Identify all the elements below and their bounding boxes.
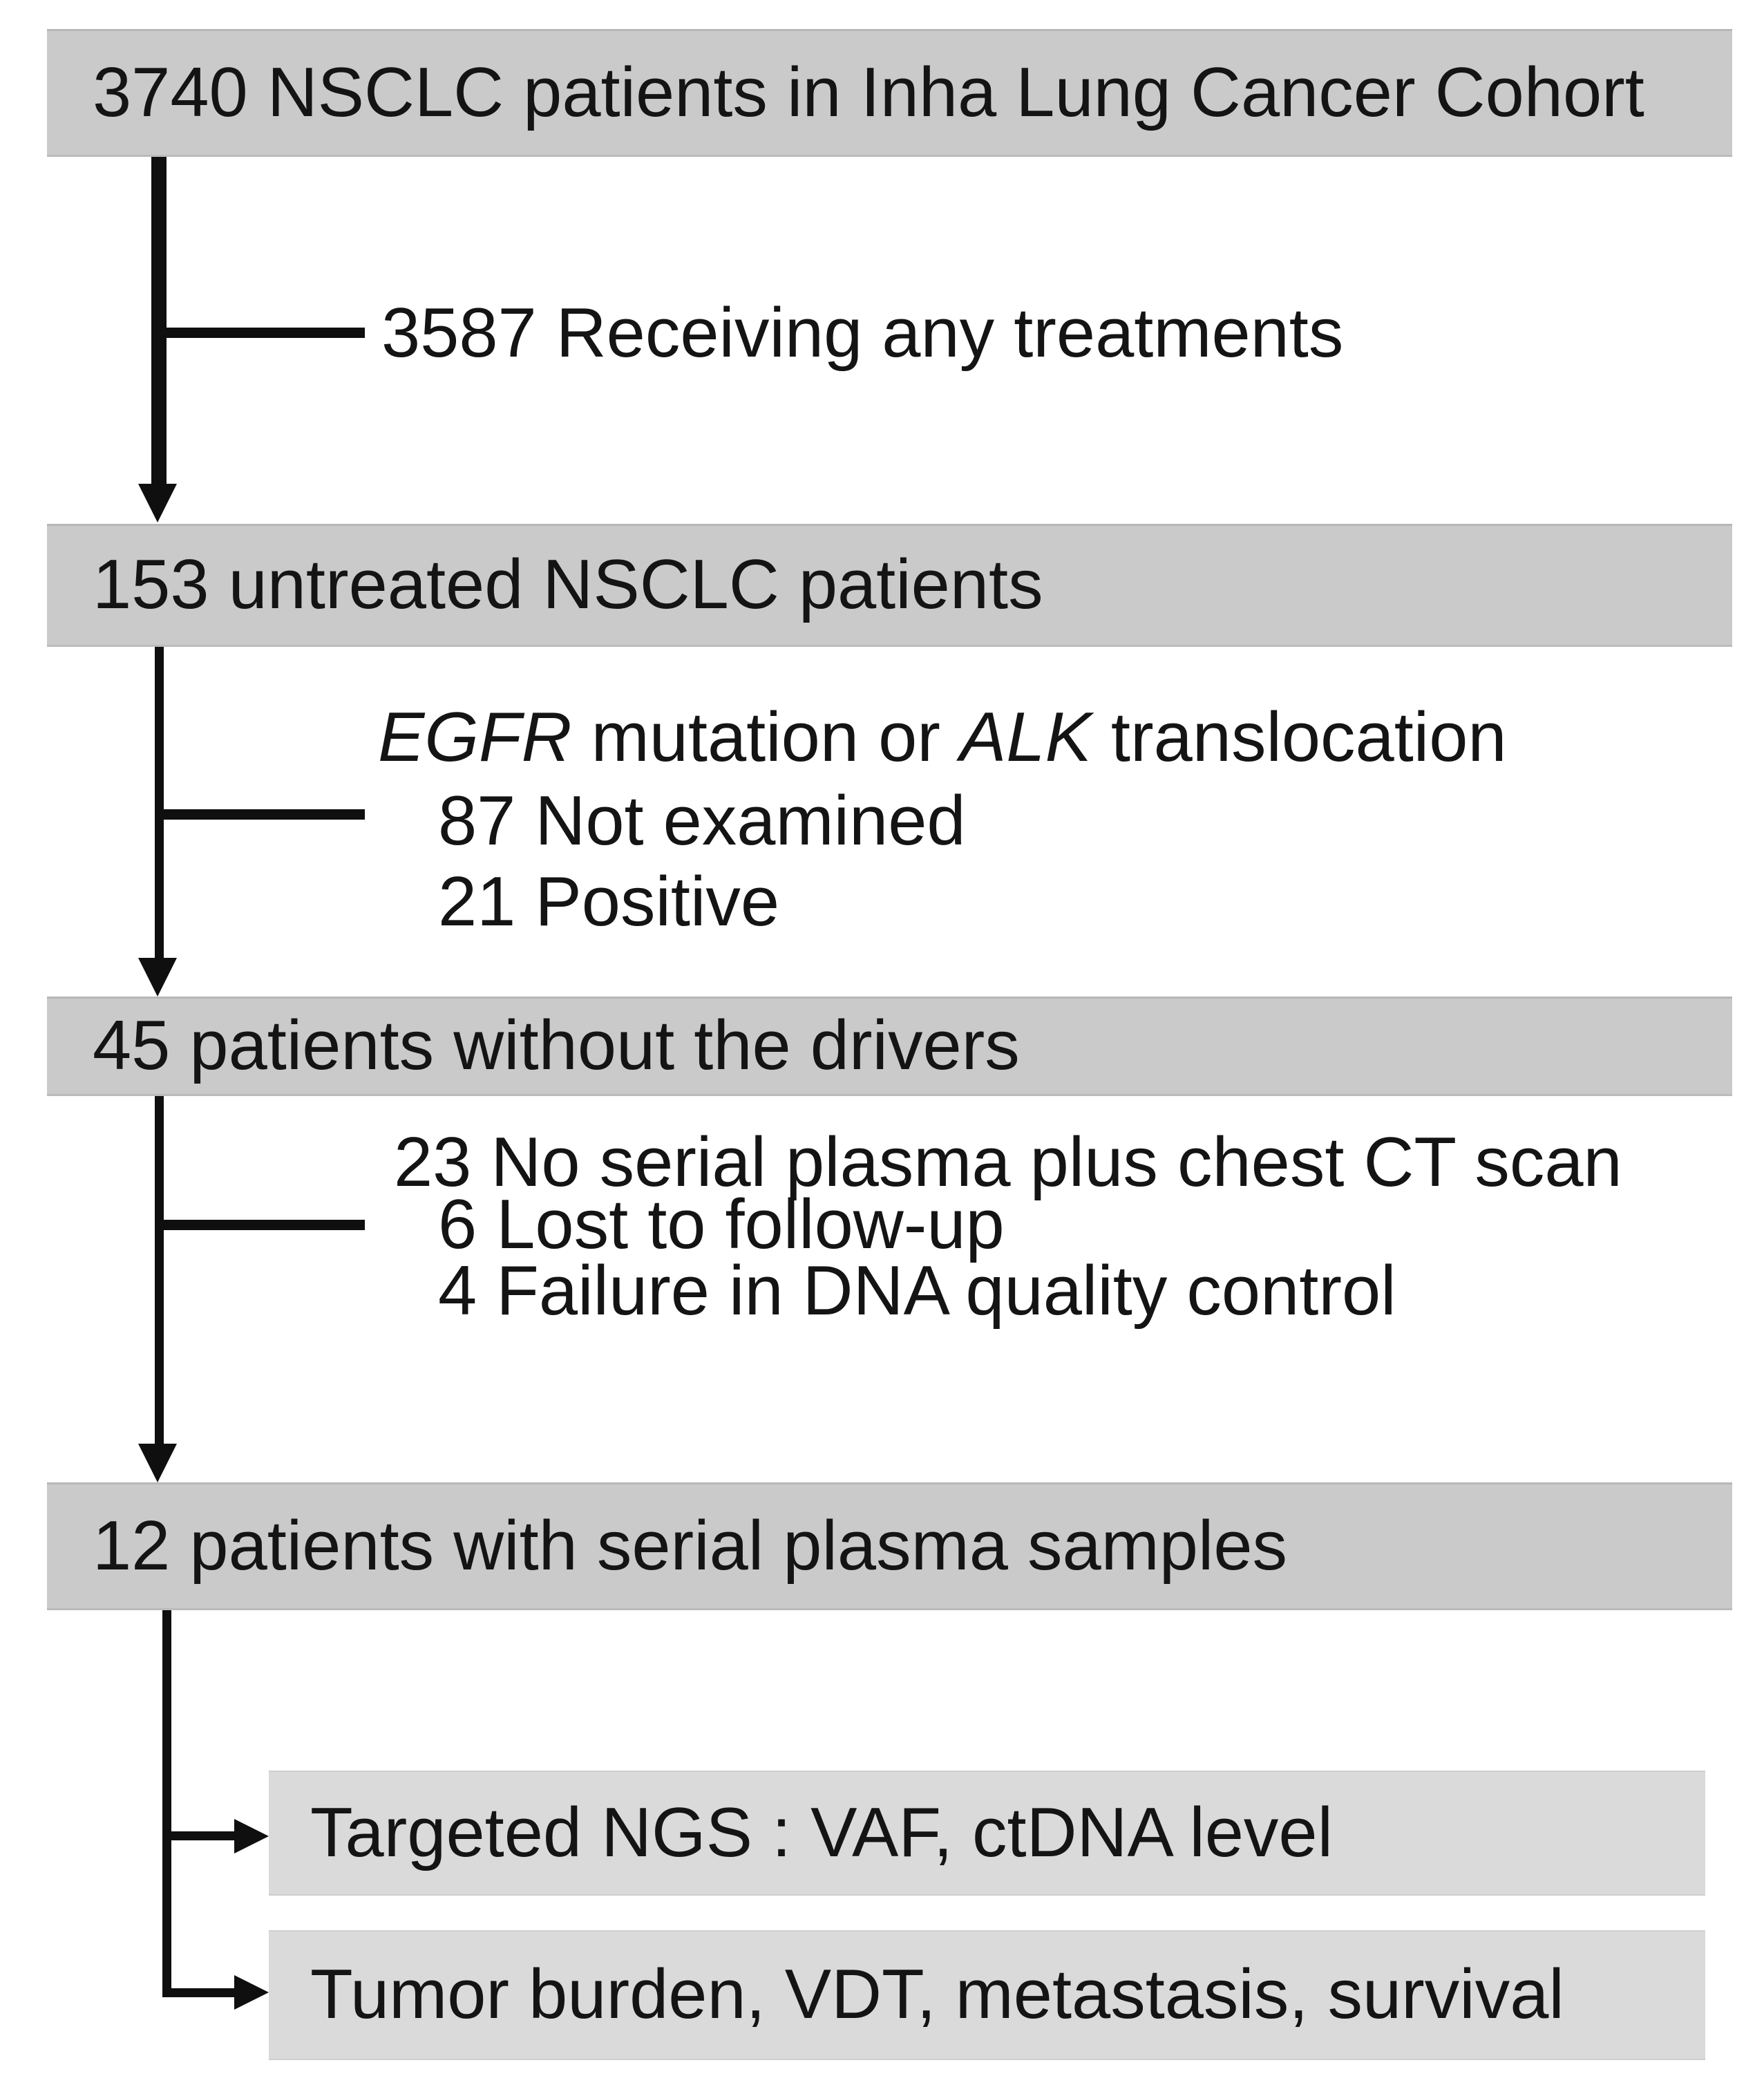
- box-tumor-burden: Tumor burden, VDT, metastasis, survival: [269, 1930, 1705, 2060]
- arrow-right-icon: [234, 1975, 269, 2010]
- arrow-down-icon: [138, 1444, 177, 1482]
- branch-line-treatments: [159, 328, 365, 338]
- box-no-drivers-label: 45 patients without the drivers: [93, 1007, 1020, 1085]
- branch-treatments-label: 3587 Receiving any treatments: [381, 294, 1344, 372]
- box-targeted-ngs: Targeted NGS : VAF, ctDNA level: [269, 1771, 1705, 1896]
- arm-line-tumor-burden: [162, 1988, 236, 1997]
- egfr-header-mid: mutation or: [571, 699, 960, 776]
- box-cohort: 3740 NSCLC patients in Inha Lung Cancer …: [47, 29, 1732, 157]
- connector-untreated-to-no-drivers: [155, 647, 164, 961]
- box-untreated: 153 untreated NSCLC patients: [47, 524, 1732, 647]
- branch-line-egfr-alk: [159, 809, 365, 820]
- arm-line-targeted-ngs: [162, 1831, 236, 1840]
- box-serial-plasma-label: 12 patients with serial plasma samples: [93, 1507, 1288, 1585]
- arrow-right-icon: [234, 1819, 269, 1853]
- gene-alk-label: ALK: [959, 699, 1092, 776]
- box-tumor-burden-label: Tumor burden, VDT, metastasis, survival: [310, 1956, 1564, 2034]
- box-no-drivers: 45 patients without the drivers: [47, 997, 1732, 1096]
- branch-positive-label: 21 Positive: [438, 863, 780, 941]
- branch-lost-followup-label: 6 Lost to follow-up: [438, 1186, 1005, 1263]
- branch-line-no-serial: [159, 1220, 365, 1230]
- arrow-down-icon: [138, 958, 177, 997]
- box-untreated-label: 153 untreated NSCLC patients: [93, 546, 1043, 624]
- branch-egfr-alk-header: EGFR mutation or ALK translocation: [378, 696, 1507, 779]
- branch-dna-qc-label: 4 Failure in DNA quality control: [438, 1252, 1396, 1330]
- box-targeted-ngs-label: Targeted NGS : VAF, ctDNA level: [310, 1793, 1334, 1871]
- connector-cohort-to-untreated: [151, 157, 167, 487]
- branch-not-examined-label: 87 Not examined: [438, 782, 966, 860]
- branch-no-serial-label: 23 No serial plasma plus chest CT scan: [394, 1124, 1622, 1201]
- connector-no-drivers-to-serial: [155, 1096, 164, 1447]
- box-cohort-label: 3740 NSCLC patients in Inha Lung Cancer …: [93, 53, 1644, 131]
- gene-egfr-label: EGFR: [378, 699, 572, 776]
- connector-serial-to-results: [162, 1610, 171, 1997]
- box-serial-plasma: 12 patients with serial plasma samples: [47, 1482, 1732, 1610]
- egfr-header-tail: translocation: [1091, 699, 1507, 776]
- arrow-down-icon: [138, 484, 177, 522]
